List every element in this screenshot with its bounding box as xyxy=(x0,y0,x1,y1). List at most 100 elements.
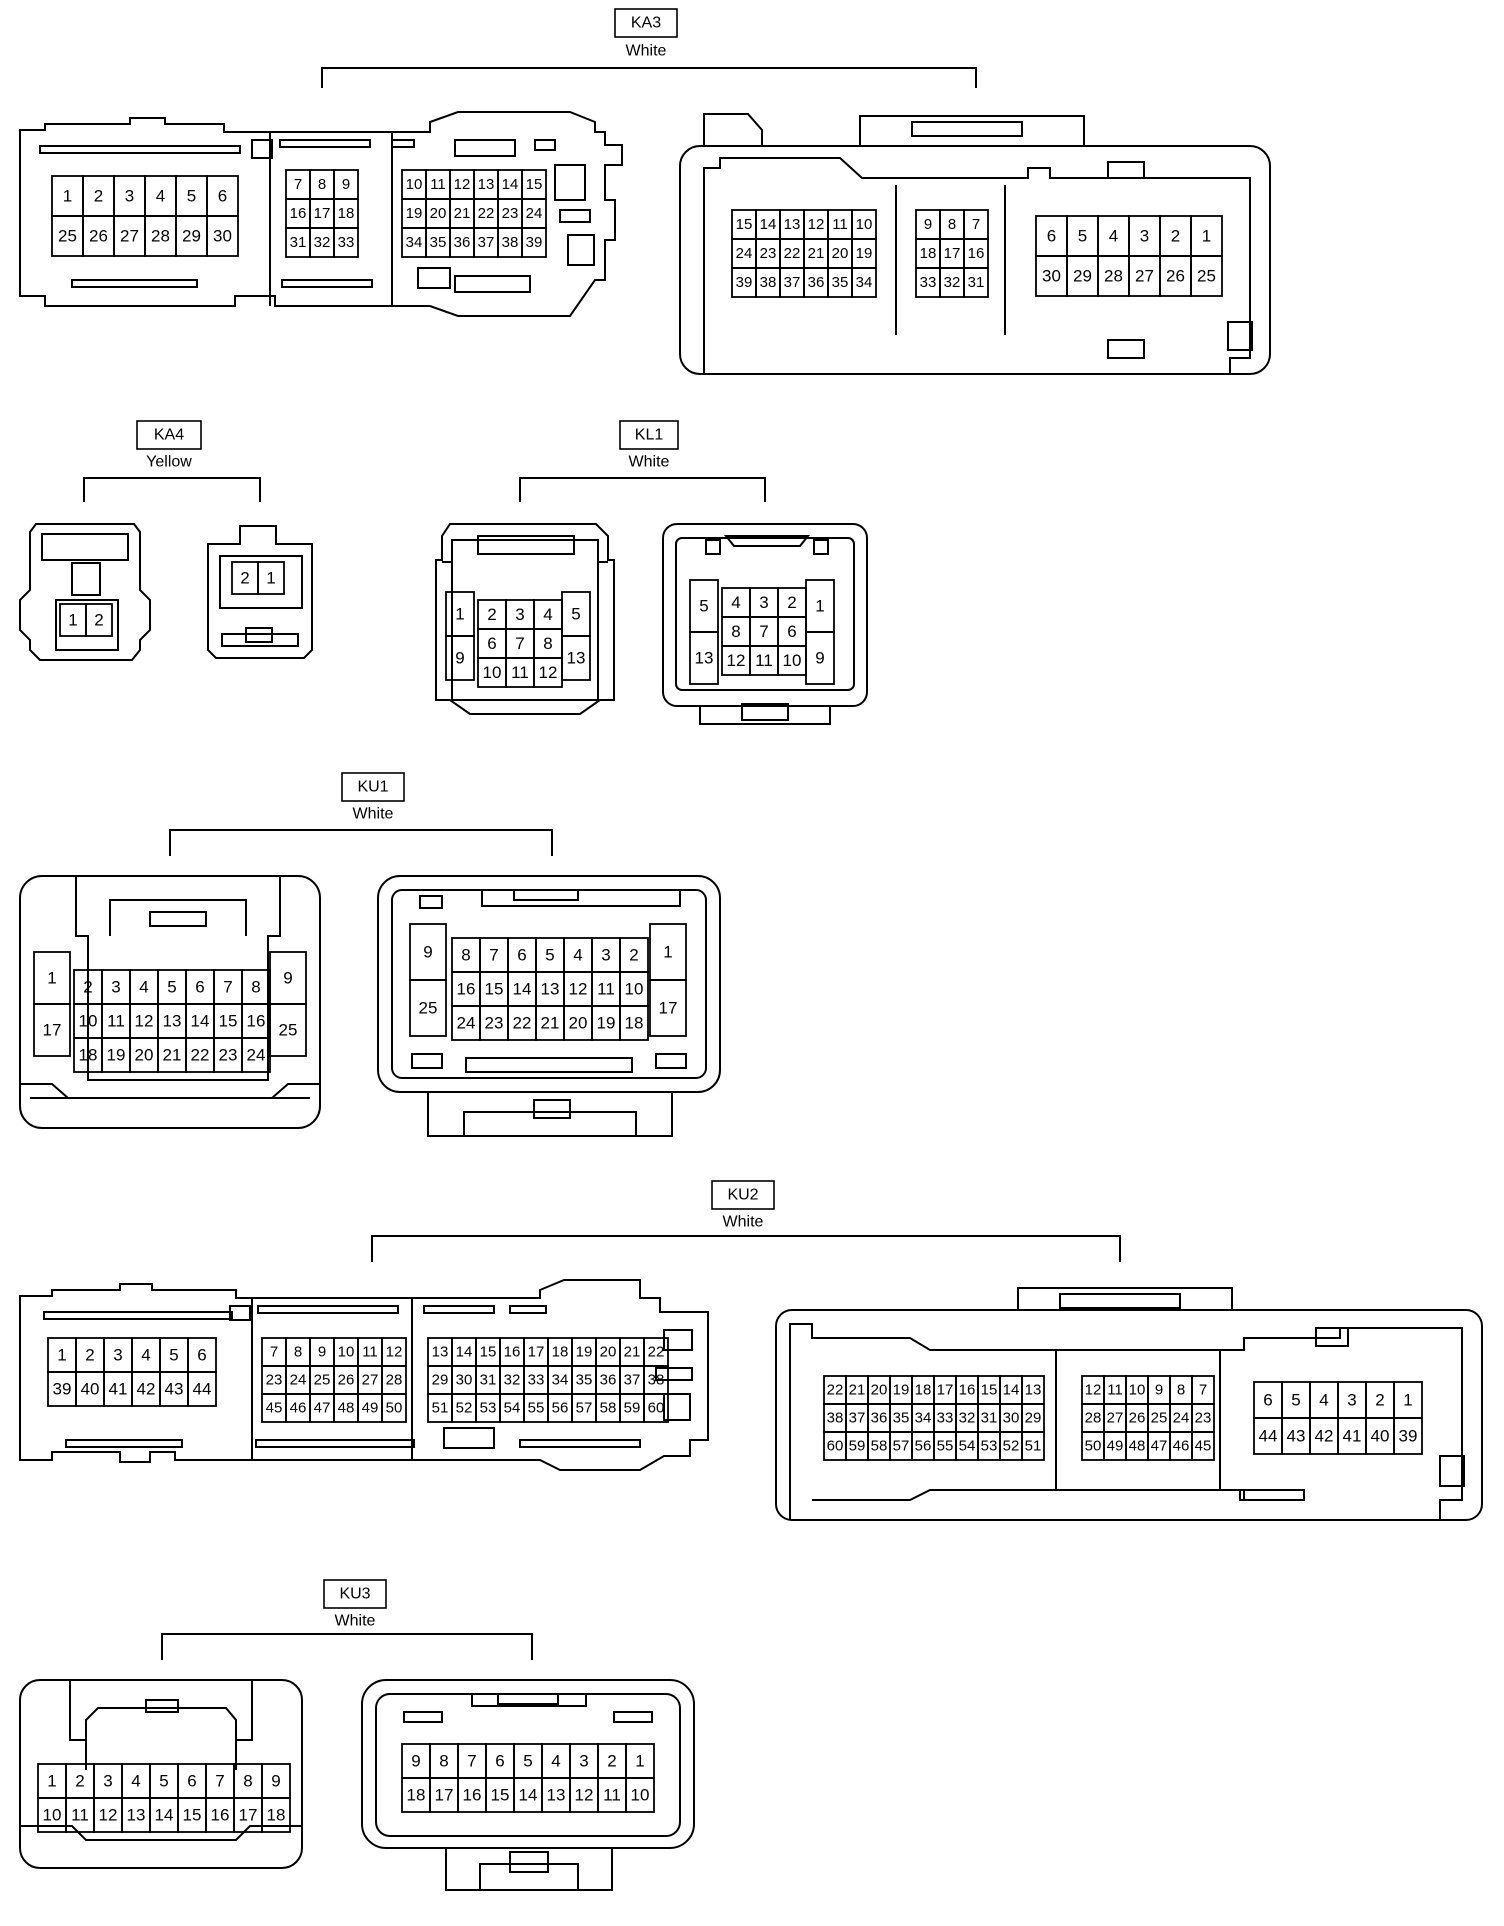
pin-number: 5 xyxy=(571,605,580,624)
ku3-bracket xyxy=(161,1633,533,1660)
pin-number: 31 xyxy=(968,274,985,291)
pin-number: 45 xyxy=(1195,1438,1212,1455)
pin-number: 6 xyxy=(487,634,496,653)
ka3-color: White xyxy=(626,43,667,60)
pin-number: 11 xyxy=(597,980,615,999)
pin-number: 40 xyxy=(81,1380,100,1399)
pin-number: 3 xyxy=(1140,227,1149,246)
pin-number: 16 xyxy=(290,205,307,222)
pin-cavity xyxy=(619,1005,649,1041)
pin-cavity xyxy=(643,1393,669,1423)
pin-number: 18 xyxy=(407,1786,426,1805)
pin-number: 21 xyxy=(163,1046,182,1065)
pin-number: 19 xyxy=(406,205,423,222)
pin-number: 13 xyxy=(784,216,801,233)
pin-number: 34 xyxy=(915,1410,932,1427)
pin-number: 36 xyxy=(871,1410,888,1427)
pin-number: 40 xyxy=(1371,1427,1390,1446)
pin-number: 17 xyxy=(239,1806,258,1825)
pin-number: 56 xyxy=(915,1438,932,1455)
pin-number: 9 xyxy=(283,969,292,988)
pin-number: 27 xyxy=(362,1372,379,1389)
pin-number: 41 xyxy=(1343,1427,1362,1446)
pin-number: 4 xyxy=(156,187,165,206)
pin-number: 17 xyxy=(937,1382,954,1399)
pin-number: 52 xyxy=(456,1400,473,1417)
ku3-code: KU3 xyxy=(339,1586,370,1603)
pin-cavity xyxy=(261,1797,291,1833)
pin-number: 32 xyxy=(504,1372,521,1389)
pin-number: 5 xyxy=(699,597,708,616)
pin-number: 51 xyxy=(432,1400,449,1417)
pin-number: 8 xyxy=(243,1772,252,1791)
pin-number: 16 xyxy=(247,1012,266,1031)
pin-cavity xyxy=(381,1393,407,1423)
pin-number: 14 xyxy=(760,216,777,233)
pin-number: 32 xyxy=(944,274,961,291)
pin-cavity xyxy=(625,1777,655,1813)
pin-number: 6 xyxy=(1047,227,1056,246)
pin-number: 26 xyxy=(338,1372,355,1389)
pin-number: 16 xyxy=(457,980,476,999)
pin-number: 5 xyxy=(1078,227,1087,246)
pin-number: 24 xyxy=(526,205,543,222)
pin-number: 29 xyxy=(182,227,201,246)
pin-number: 25 xyxy=(58,227,77,246)
pin-number: 16 xyxy=(211,1806,230,1825)
pin-cavity xyxy=(409,979,447,1037)
pin-number: 7 xyxy=(759,622,768,641)
pin-number: 7 xyxy=(467,1752,476,1771)
ku1-code-box xyxy=(341,772,405,802)
pin-number: 6 xyxy=(787,622,796,641)
pin-number: 3 xyxy=(113,1346,122,1365)
pin-number: 24 xyxy=(1173,1410,1190,1427)
pin-number: 14 xyxy=(513,980,532,999)
ka3-bracket xyxy=(321,67,977,88)
pin-number: 3 xyxy=(759,593,768,612)
pin-number: 39 xyxy=(736,274,753,291)
pin-number: 47 xyxy=(1151,1438,1168,1455)
pin-number: 6 xyxy=(197,1346,206,1365)
ku2-code-box xyxy=(711,1180,775,1210)
pin-number: 17 xyxy=(944,245,961,262)
pin-number: 26 xyxy=(89,227,108,246)
pin-number: 50 xyxy=(1085,1438,1102,1455)
pin-number: 18 xyxy=(552,1344,569,1361)
pin-number: 38 xyxy=(648,1372,665,1389)
pin-number: 2 xyxy=(1375,1391,1384,1410)
pin-number: 20 xyxy=(871,1382,888,1399)
pin-number: 7 xyxy=(294,176,302,193)
pin-cavity xyxy=(689,631,719,685)
pin-number: 22 xyxy=(191,1046,210,1065)
pin-number: 43 xyxy=(165,1380,184,1399)
pin-number: 3 xyxy=(579,1752,588,1771)
pin-number: 46 xyxy=(1173,1438,1190,1455)
pin-number: 59 xyxy=(624,1400,641,1417)
pin-number: 20 xyxy=(430,205,447,222)
pin-number: 1 xyxy=(266,569,275,588)
pin-number: 39 xyxy=(1399,1427,1418,1446)
pin-number: 58 xyxy=(600,1400,617,1417)
ku1-code: KU1 xyxy=(357,779,388,796)
pin-number: 1 xyxy=(1202,227,1211,246)
pin-number: 27 xyxy=(120,227,139,246)
pin-number: 9 xyxy=(1155,1382,1163,1399)
pin-number: 13 xyxy=(163,1012,182,1031)
pin-number: 12 xyxy=(135,1012,154,1031)
pin-number: 3 xyxy=(1347,1391,1356,1410)
pin-number: 15 xyxy=(183,1806,202,1825)
pin-number: 14 xyxy=(502,176,519,193)
pin-number: 19 xyxy=(856,245,873,262)
pin-number: 34 xyxy=(856,274,873,291)
pin-number: 9 xyxy=(271,1772,280,1791)
ku3-code-box xyxy=(323,1579,387,1609)
pin-number: 17 xyxy=(528,1344,545,1361)
pin-number: 23 xyxy=(485,1014,504,1033)
